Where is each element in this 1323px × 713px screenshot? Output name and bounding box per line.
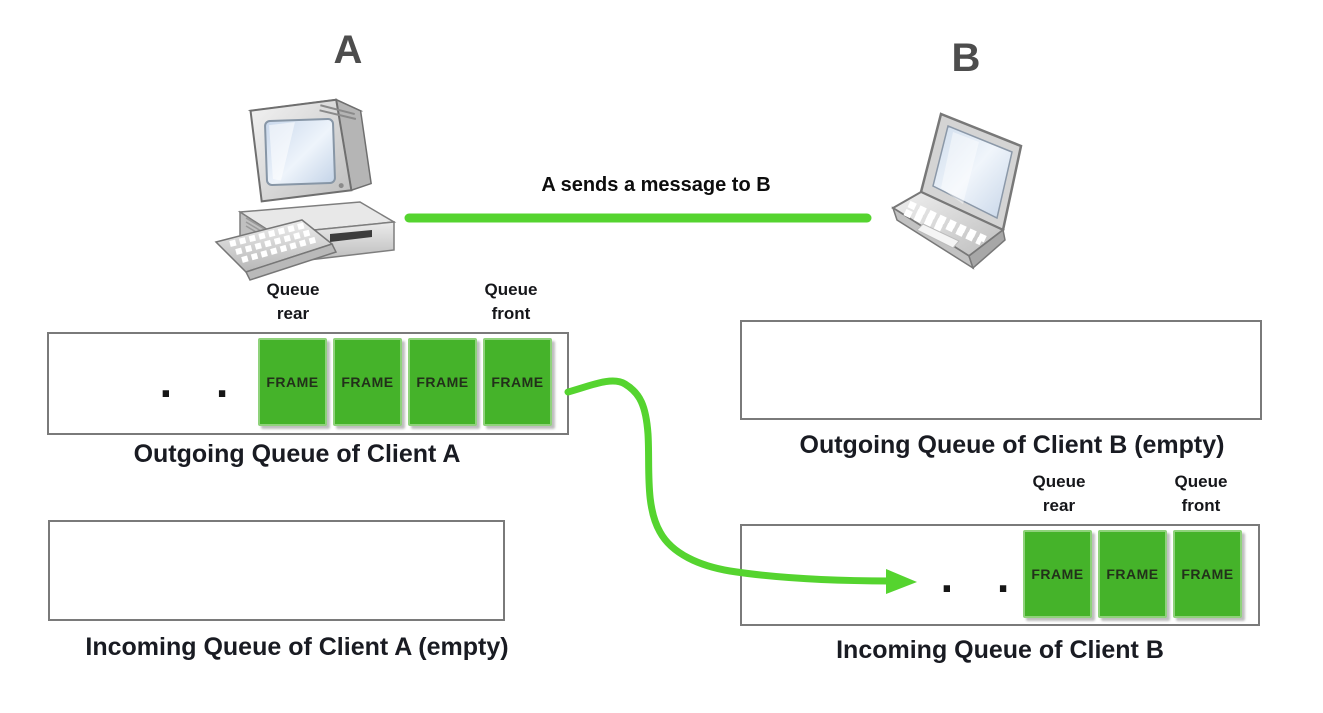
laptop-icon bbox=[891, 112, 1023, 270]
client-b-label: B bbox=[951, 36, 981, 80]
frame-block: FRAME bbox=[408, 338, 477, 426]
incoming-queue-a-title: Incoming Queue of Client A (empty) bbox=[85, 633, 509, 661]
outgoing-queue-b-title: Outgoing Queue of Client B (empty) bbox=[799, 431, 1225, 459]
frame-block: FRAME bbox=[1023, 530, 1092, 618]
frame-block: FRAME bbox=[1173, 530, 1242, 618]
frame-block: FRAME bbox=[333, 338, 402, 426]
queue-front-pointer-b: Queue front bbox=[1174, 472, 1228, 515]
queue-rear-pointer-b: Queue rear bbox=[1032, 472, 1086, 515]
frame-block: FRAME bbox=[483, 338, 552, 426]
outgoing-queue-a-title: Outgoing Queue of Client A bbox=[133, 440, 461, 468]
client-a-label: A bbox=[333, 28, 363, 72]
message-label: A sends a message to B bbox=[541, 174, 771, 196]
outgoing-queue-b-box bbox=[740, 320, 1262, 420]
queue-rear-pointer-a: Queue rear bbox=[266, 280, 320, 323]
incoming-queue-a-box bbox=[48, 520, 505, 621]
desktop-computer-icon bbox=[214, 98, 397, 281]
queue-front-pointer-a: Queue front bbox=[484, 280, 538, 323]
incoming-queue-b-title: Incoming Queue of Client B bbox=[836, 636, 1164, 664]
frame-block: FRAME bbox=[1098, 530, 1167, 618]
frame-block: FRAME bbox=[258, 338, 327, 426]
